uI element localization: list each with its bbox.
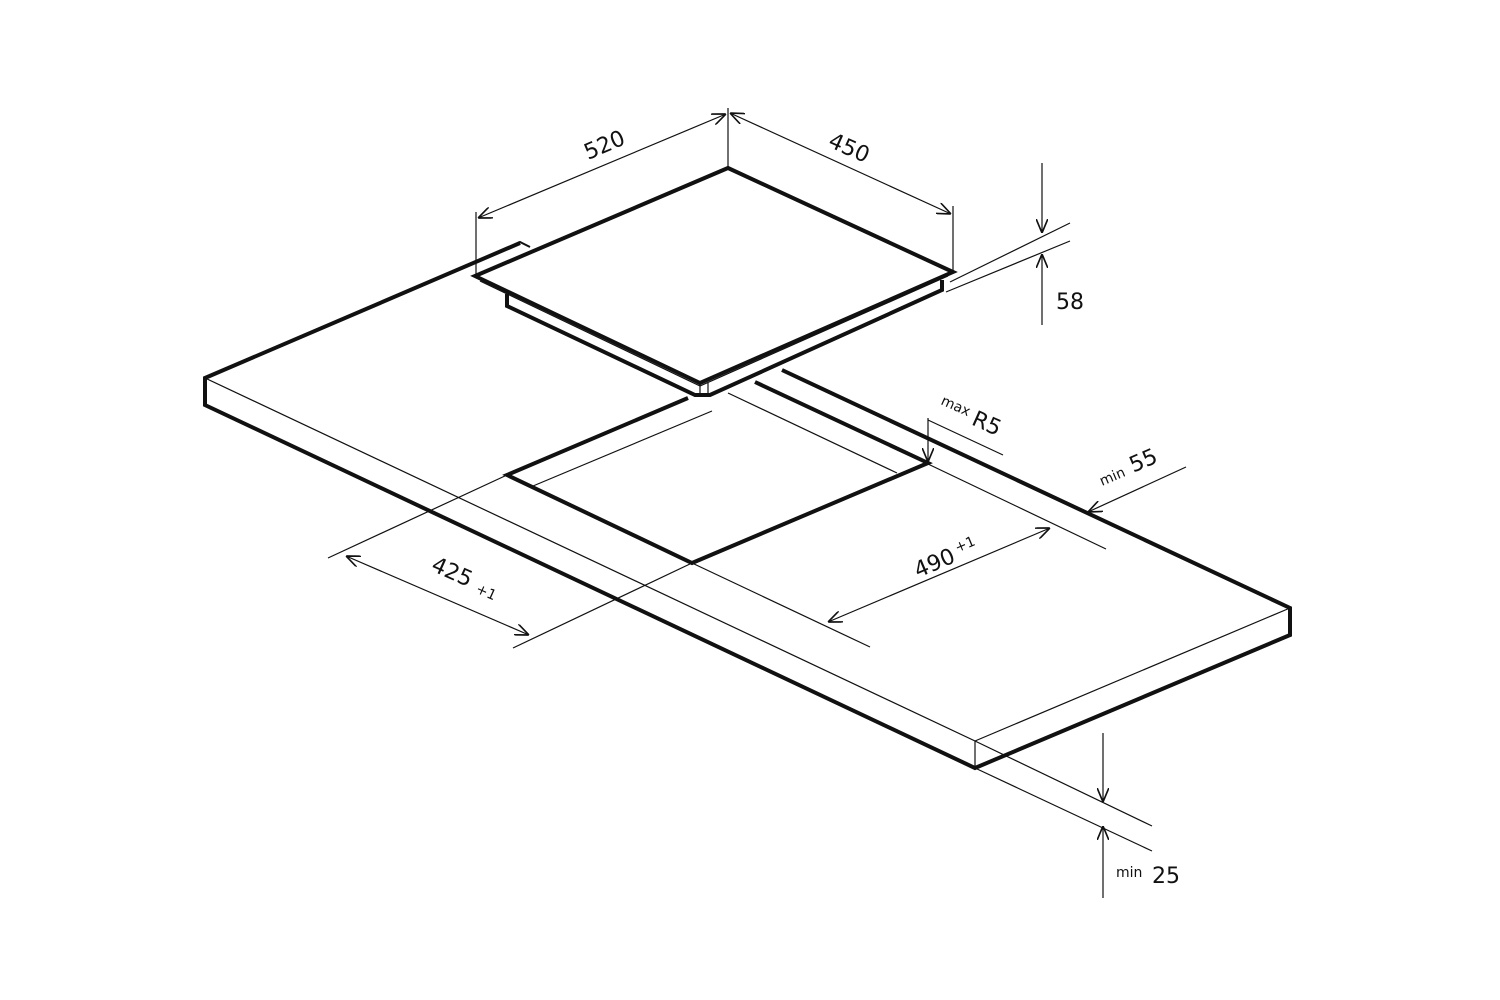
label-hob-width: 520 bbox=[581, 126, 629, 165]
hob bbox=[470, 165, 958, 397]
label-hob-height: 58 bbox=[1056, 290, 1084, 315]
label-hob-depth: 450 bbox=[825, 129, 874, 169]
label-cutout-depth-tolerance: +1 bbox=[473, 581, 498, 604]
dimension-corner-radius: max R5 bbox=[928, 393, 1005, 462]
label-cutout-width: 490 bbox=[911, 544, 959, 583]
label-front-margin-prefix: min bbox=[1097, 465, 1128, 490]
dimension-hob-depth: 450 bbox=[730, 113, 954, 272]
dimension-hob-height: 58 bbox=[945, 163, 1084, 325]
worktop bbox=[203, 240, 1292, 771]
label-corner-radius: R5 bbox=[968, 407, 1005, 442]
dimension-front-margin: min 55 bbox=[1088, 444, 1187, 512]
label-corner-radius-prefix: max bbox=[938, 393, 972, 420]
dimension-hob-width: 520 bbox=[475, 108, 729, 276]
dimension-worktop-thickness: min 25 bbox=[974, 733, 1180, 898]
label-worktop-thickness-prefix: min bbox=[1116, 865, 1142, 881]
label-worktop-thickness: 25 bbox=[1152, 864, 1180, 889]
dimension-cutout-depth: 425 +1 bbox=[327, 474, 693, 649]
label-front-margin: 55 bbox=[1126, 444, 1162, 478]
label-cutout-depth: 425 bbox=[428, 553, 477, 593]
label-cutout-width-tolerance: +1 bbox=[953, 534, 978, 557]
